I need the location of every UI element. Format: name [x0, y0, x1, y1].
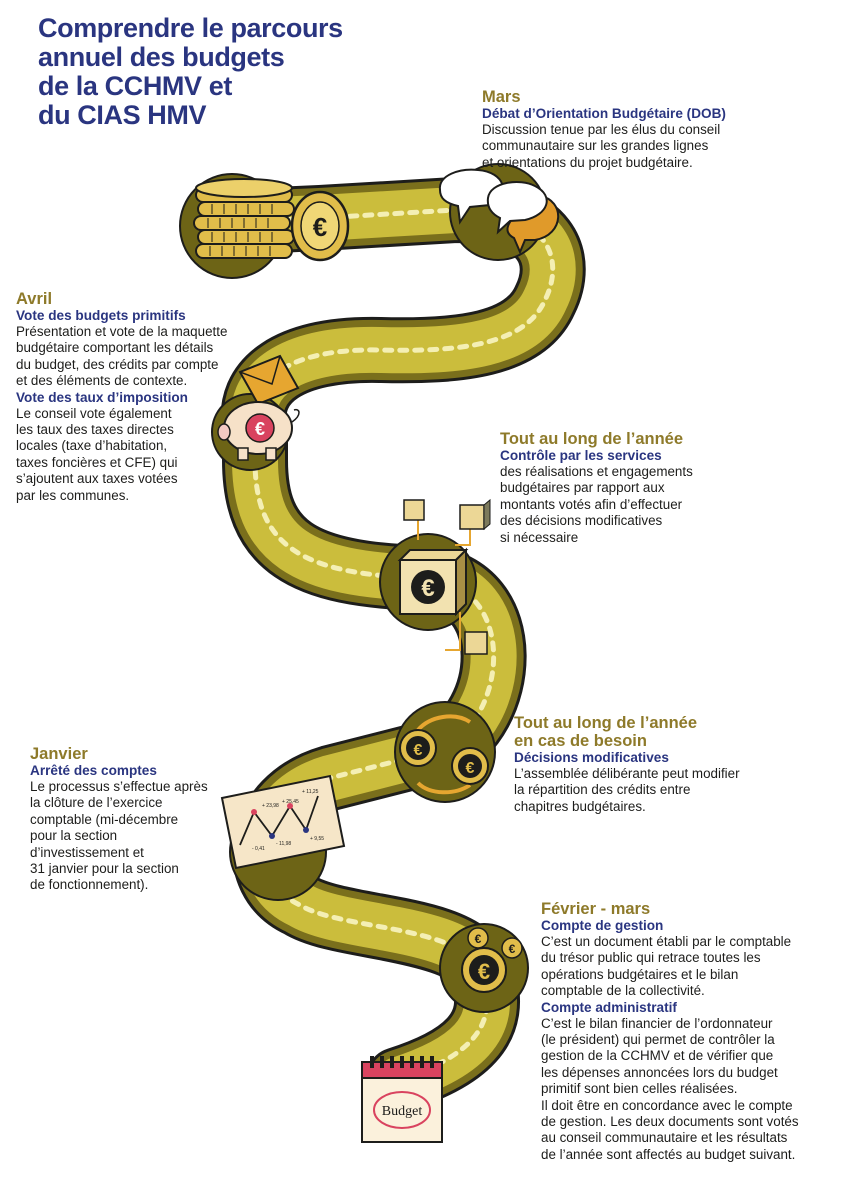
- title-line: Comprendre le parcours: [38, 13, 343, 43]
- chart-label-4: - 0,41: [252, 846, 265, 852]
- euro-coins-icon: € € €: [461, 927, 523, 993]
- text-line: la répartition des crédits entre: [514, 782, 691, 798]
- svg-text:€: €: [313, 212, 327, 242]
- step-fevrier-mars: Février - mars Compte de gestion C’est u…: [541, 900, 799, 1163]
- text-line: (le président) qui permet de contrôler l…: [541, 1032, 775, 1048]
- euro-cube-icon: €: [397, 498, 491, 655]
- step-heading: Décisions modificatives: [514, 750, 669, 765]
- step-heading: Contrôle par les services: [500, 448, 662, 463]
- text-line: de l’année sont affectés au budget suiva…: [541, 1146, 796, 1162]
- step-heading: Vote des budgets primitifs: [16, 308, 186, 323]
- text-line: la clôture de l’exercice: [30, 795, 163, 811]
- text-line: communautaire sur les grandes lignes: [482, 138, 709, 154]
- title-line: de la CCHMV et: [38, 71, 232, 101]
- chart-label-3: + 11,25: [302, 789, 319, 795]
- text-line: comptable de la collectivité.: [541, 983, 705, 999]
- chart-label-5: - 11,98: [276, 841, 291, 847]
- text-line: locales (taxe d’habitation,: [16, 438, 168, 454]
- title-line: annuel des budgets: [38, 42, 285, 72]
- step-avril: Avril Vote des budgets primitifs Présent…: [16, 290, 227, 504]
- step-period: Mars: [482, 88, 521, 106]
- text-line: opérations budgétaires et le bilan: [541, 966, 739, 982]
- text-line: des décisions modificatives: [500, 513, 663, 529]
- budget-calendar-icon: Budget: [361, 1056, 443, 1143]
- text-line: d’investissement et: [30, 844, 144, 860]
- piggy-bank-envelope-icon: €: [217, 354, 300, 461]
- chart-label-1: + 23,98: [262, 803, 279, 809]
- svg-text:€: €: [509, 942, 516, 956]
- svg-text:€: €: [478, 959, 490, 984]
- text-line: des réalisations et engagements: [500, 464, 693, 479]
- text-line: montants votés afin d’effectuer: [500, 496, 683, 512]
- step-heading: Débat d’Orientation Budgétaire (DOB): [482, 106, 726, 121]
- title-line: du CIAS HMV: [38, 100, 207, 130]
- text-line: du trésor public qui retrace toutes les: [541, 950, 761, 966]
- step-heading: Compte administratif: [541, 999, 677, 1015]
- text-line: budgétaires par rapport aux: [500, 480, 665, 496]
- text-line: Présentation et vote de la maquette: [16, 324, 228, 339]
- step-text: Discussion tenue par les élus du conseil…: [482, 122, 726, 171]
- text-line: par les communes.: [16, 487, 130, 503]
- step-text: C’est un document établi par le comptabl…: [541, 934, 799, 1000]
- text-line: pour la section: [30, 828, 118, 844]
- text-line: chapitres budgétaires.: [514, 798, 646, 814]
- step-period: Tout au long de l’année en cas de besoin: [514, 714, 698, 750]
- step-period: Avril: [16, 290, 53, 308]
- text-line: Il doit être en concordance avec le comp…: [541, 1097, 793, 1113]
- svg-text:€: €: [475, 932, 482, 946]
- svg-text:€: €: [414, 742, 423, 759]
- line-chart-paper-icon: + 23,98 + 25,45 + 11,25 - 0,41 - 11,98 +…: [220, 774, 346, 870]
- svg-text:€: €: [466, 760, 475, 777]
- step-janvier: Janvier Arrêté des comptes Le processus …: [30, 745, 208, 894]
- speech-bubbles-icon: [438, 168, 560, 255]
- text-line: du budget, des crédits par compte: [16, 356, 219, 372]
- text-line: et orientations du projet budgétaire.: [482, 154, 693, 170]
- text-line: C’est le bilan financier de l’ordonnateu…: [541, 1015, 773, 1031]
- step-heading: Arrêté des comptes: [30, 763, 157, 778]
- text-line: au conseil communautaire et les résultat…: [541, 1130, 788, 1146]
- calendar-budget-label: Budget: [382, 1104, 423, 1119]
- step-text: Le conseil vote également les taux des t…: [16, 406, 227, 504]
- step-toute-annee: Tout au long de l’année Contrôle par les…: [500, 430, 693, 546]
- chart-label-2: + 25,45: [282, 799, 299, 805]
- text-line: budgétaire comportant les détails: [16, 340, 214, 356]
- euro-exchange-arrows-icon: € €: [399, 714, 489, 795]
- text-line: 31 janvier pour la section: [30, 861, 179, 877]
- step-heading: Compte de gestion: [541, 918, 664, 933]
- chart-label-6: + 9,55: [310, 836, 324, 842]
- text-line: de gestion. Les deux documents sont voté…: [541, 1114, 799, 1130]
- step-en-cas-de-besoin: Tout au long de l’année en cas de besoin…: [514, 714, 740, 815]
- text-line: de fonctionnement).: [30, 877, 149, 893]
- step-text: Présentation et vote de la maquette budg…: [16, 324, 227, 390]
- page-title: Comprendre le parcours annuel des budget…: [38, 14, 368, 130]
- text-line: s’ajoutent aux taxes votées: [16, 471, 178, 487]
- step-text: Le processus s’effectue après la clôture…: [30, 779, 208, 894]
- step-text: des réalisations et engagements budgétai…: [500, 464, 693, 546]
- text-line: L’assemblée délibérante peut modifier: [514, 766, 740, 781]
- text-line: gestion de la CCHMV et de vérifier que: [541, 1048, 774, 1064]
- text-line: Discussion tenue par les élus du conseil: [482, 122, 721, 137]
- text-line: si nécessaire: [500, 529, 579, 545]
- text-line: taxes foncières et CFE) qui: [16, 454, 178, 470]
- step-period: Janvier: [30, 745, 88, 763]
- text-line: Le processus s’effectue après: [30, 779, 208, 794]
- euro-coin-stack-icon: €: [193, 178, 350, 262]
- text-line: primitif sont bien celles réalisées.: [541, 1081, 738, 1097]
- step-period: Tout au long de l’année: [500, 430, 684, 448]
- text-line: Le conseil vote également: [16, 405, 172, 421]
- step-mars: Mars Débat d’Orientation Budgétaire (DOB…: [482, 88, 726, 171]
- text-line: C’est un document établi par le comptabl…: [541, 934, 792, 949]
- svg-text:€: €: [421, 575, 434, 602]
- step-text: C’est le bilan financier de l’ordonnateu…: [541, 1016, 799, 1164]
- text-line: et des éléments de contexte.: [16, 373, 188, 389]
- text-line: les dépenses annoncées lors du budget: [541, 1064, 778, 1080]
- step-text: L’assemblée délibérante peut modifier la…: [514, 766, 740, 815]
- text-line: comptable (mi-décembre: [30, 811, 179, 827]
- step-heading: Vote des taux d’imposition: [16, 389, 188, 405]
- svg-text:€: €: [255, 419, 265, 439]
- text-line: les taux des taxes directes: [16, 422, 174, 438]
- step-period: Février - mars: [541, 900, 651, 918]
